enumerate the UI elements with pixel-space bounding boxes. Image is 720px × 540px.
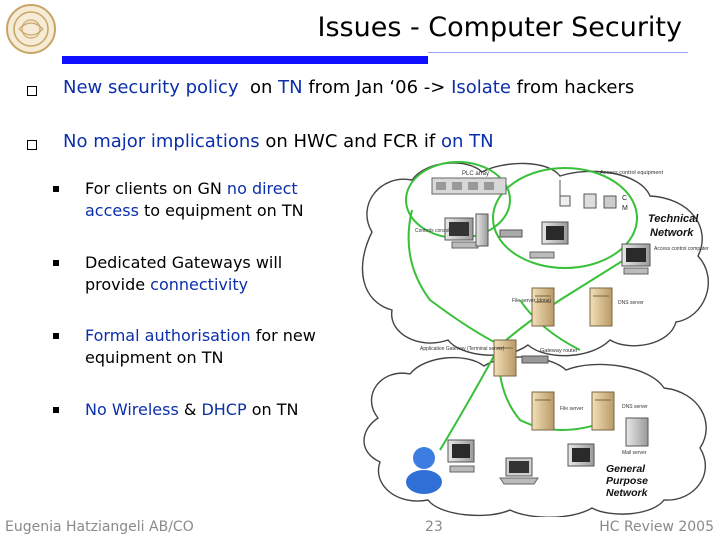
text-run: Isolate [451,77,511,98]
text-run: TN [278,77,303,98]
access-control-devices-icon [559,180,617,209]
text-run: to equipment on TN [138,201,304,220]
network-links [405,161,641,451]
text-run: from hackers [510,77,635,98]
logo-seal-icon [6,4,56,54]
controls-console-pc-icon [444,213,489,249]
text-run: on TN [440,131,494,152]
text-run: No major implications [63,131,260,152]
sub-bullet-3-text: Formal authorisation for new equipment o… [85,325,316,369]
text-run: on HWC and FCR if [259,131,441,152]
label-dns-server-top: DNS server [618,300,644,306]
slide-title: Issues - Computer Security [317,12,682,43]
label-m: M [622,205,628,212]
sub-bullet-4-text: No Wireless & DHCP on TN [85,399,298,421]
label-general-purpose-line1: General [606,463,646,475]
label-access-control-equipment: Access control equipment [600,170,663,176]
sub-bullet-icon [53,260,59,266]
access-control-computer-icon [529,221,651,275]
text-run: For clients on GN [85,179,227,198]
bullet-square-icon [27,140,37,150]
label-file-server: File server [560,406,584,412]
text-run: from Jan ‘06 -> [302,77,452,98]
label-gateway-router: Gateway router [540,348,578,354]
dns-server-icon [591,391,615,431]
user-icon [406,447,442,494]
sub-bullet-icon [53,333,59,339]
application-gateway-icon [493,339,517,377]
sub-bullet-2-text: Dedicated Gateways will provide connecti… [85,252,282,296]
label-dns-server: DNS server [622,404,648,410]
network-diagram: PLC array Access control equipment C M T… [361,161,709,517]
bullet-2-text: No major implications on HWC and FCR if … [63,131,494,152]
network-switch-icon [499,229,523,238]
label-controls-console-pc: Controls console PC [415,228,461,234]
label-access-control-computer: Access control computer [654,246,709,252]
sub-bullet-icon [53,186,59,192]
text-run: no direct [226,179,298,198]
label-mail-server: Mail server [622,450,647,456]
text-run: connectivity [150,275,249,294]
text-run: Dedicated Gateways will [85,253,283,272]
gateway-router-icon [521,355,549,364]
label-application-gateway: Application Gateway (Terminal server) [420,346,505,352]
file-server-icon [531,391,555,431]
laptop-icon [499,457,539,485]
text-run: & [178,400,202,419]
text-run: on TN [246,400,299,419]
text-run: on [238,77,279,98]
footer-author: Eugenia Hatziangeli AB/CO [5,519,194,535]
text-run: provide [85,275,151,294]
mail-server-icon [625,417,649,447]
sub-bullet-1-text: For clients on GN no direct access to eq… [85,178,304,222]
title-accent-bar [62,56,428,64]
text-run: DHCP [201,400,247,419]
bullet-square-icon [27,86,37,96]
text-run: access [85,201,139,220]
text-run: No Wireless [85,400,179,419]
bullet-1-text: New security policy on TN from Jan ‘06 -… [63,77,634,98]
dns-server-top-icon [589,287,613,327]
label-technical-network-line2: Network [650,227,694,239]
label-plc-array: PLC array [462,171,489,177]
title-underline [428,52,688,53]
label-technical-network-line1: Technical [648,213,699,225]
footer-page-number: 23 [425,519,443,535]
text-run: Formal authorisation [85,326,251,345]
text-run: for new [250,326,316,345]
label-c: C [622,195,627,202]
sub-bullet-icon [53,407,59,413]
plc-array-icon [431,177,507,195]
label-file-server-done: File server (done) [512,298,552,304]
text-run: New security policy [63,77,239,98]
technical-network-cloud [361,162,709,357]
file-server-done-icon [531,287,555,327]
text-run: equipment on TN [85,348,224,367]
desktop-pc-icon [447,439,595,473]
label-general-purpose-line2: Purpose [606,475,648,487]
general-purpose-network-cloud [363,356,707,517]
footer-event: HC Review 2005 [599,519,714,535]
label-general-purpose-line3: Network [606,487,649,499]
